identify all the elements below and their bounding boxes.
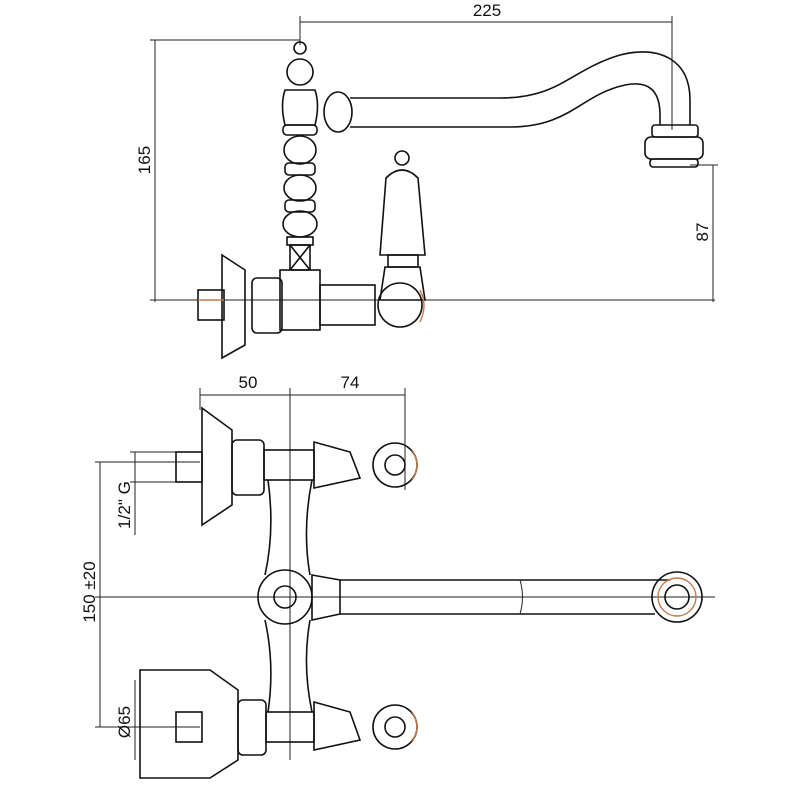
- top-view: 50 74 150 ±20 1/2" G Ø65: [80, 373, 715, 779]
- spout-top: [340, 571, 703, 623]
- dim-65-label: Ø65: [115, 706, 134, 738]
- dim-225-label: 225: [473, 1, 501, 20]
- dim-74-label: 74: [341, 373, 360, 392]
- dim-50-label: 50: [239, 373, 258, 392]
- lever-handle: [377, 150, 426, 328]
- dim-165-label: 165: [135, 146, 154, 174]
- side-view: 225 165 87: [135, 1, 718, 360]
- central-body: [257, 479, 341, 713]
- faucet-body: [279, 41, 321, 331]
- dim-87-label: 87: [693, 223, 712, 242]
- dim-150-label: 150 ±20: [80, 561, 99, 622]
- upper-inlet: [175, 406, 418, 527]
- lower-inlet: [139, 669, 418, 779]
- wall-connection: [197, 253, 376, 360]
- spout: [323, 51, 704, 168]
- dim-thread-label: 1/2" G: [115, 481, 134, 529]
